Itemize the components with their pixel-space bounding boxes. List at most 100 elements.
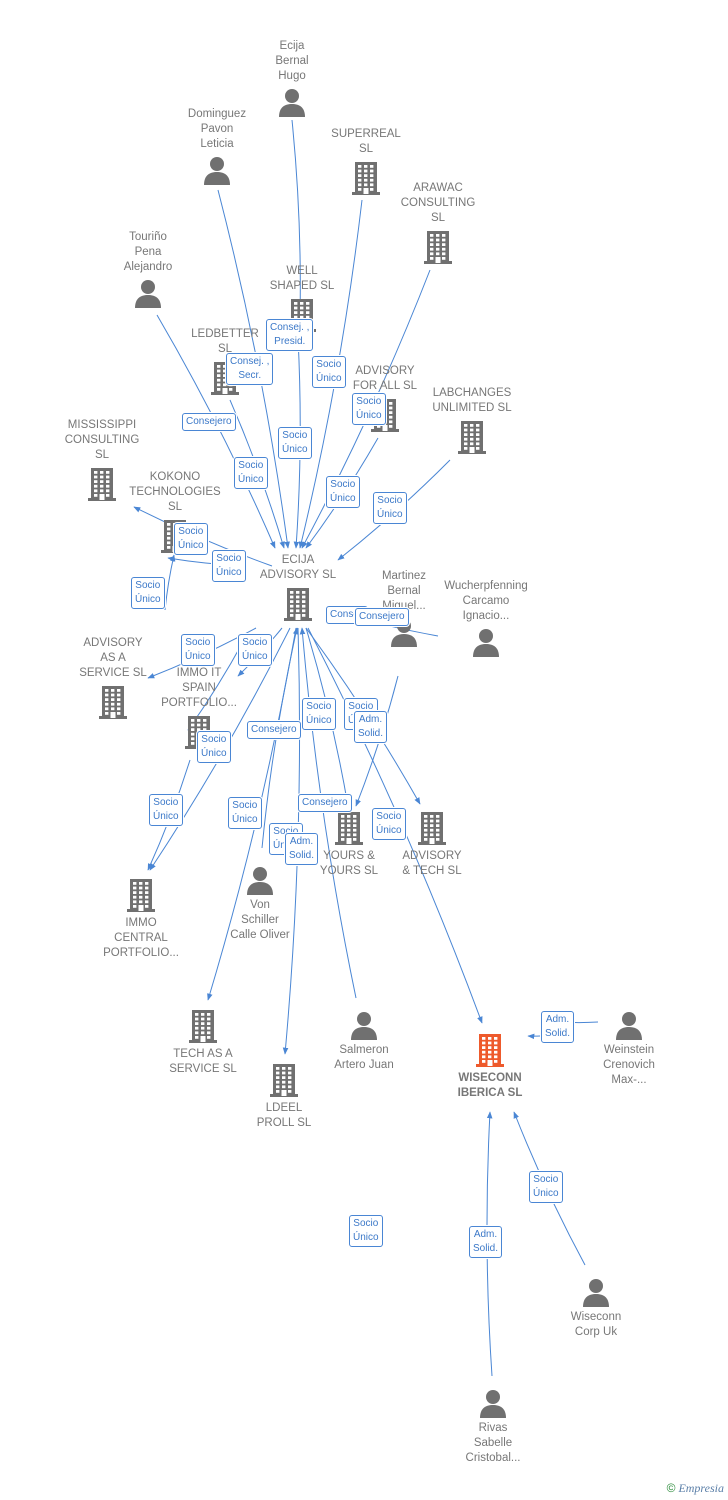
building-icon bbox=[189, 1010, 217, 1043]
person-icon bbox=[247, 867, 273, 895]
person-icon bbox=[204, 157, 230, 185]
relation-badge: Socio Único bbox=[278, 427, 312, 459]
person-icon bbox=[480, 1390, 506, 1418]
node-label: ADVISORY& TECH SL bbox=[402, 850, 462, 877]
building-icon bbox=[476, 1034, 504, 1067]
relation-badge: Adm. Solid. bbox=[285, 833, 319, 865]
relation-badge: Consej. , Presid. bbox=[266, 319, 314, 351]
relation-badge: Consej. , Secr. bbox=[226, 353, 274, 385]
node-advisory-tech[interactable]: ADVISORY& TECH SL bbox=[377, 810, 487, 879]
relation-badge: Consejero bbox=[182, 413, 236, 431]
relation-badge: Socio Único bbox=[373, 492, 407, 524]
relation-badge: Socio Único bbox=[228, 797, 262, 829]
relation-badge: Adm. Solid. bbox=[541, 1011, 575, 1043]
relation-badge: Consejero bbox=[247, 721, 301, 739]
person-icon bbox=[473, 629, 499, 657]
person-icon bbox=[351, 1012, 377, 1040]
relation-badge: Socio Único bbox=[149, 794, 183, 826]
building-icon bbox=[335, 812, 363, 845]
relationship-edge bbox=[164, 554, 176, 611]
building-icon bbox=[284, 588, 312, 621]
relation-badge: Socio Único bbox=[529, 1171, 563, 1203]
node-yours-yours[interactable]: YOURS &YOURS SL bbox=[294, 810, 404, 879]
relation-badge: Socio Único bbox=[302, 698, 336, 730]
building-icon bbox=[352, 162, 380, 195]
relation-badge: Socio Único bbox=[349, 1215, 383, 1247]
person-icon bbox=[616, 1012, 642, 1040]
building-icon bbox=[458, 421, 486, 454]
node-label: YOURS &YOURS SL bbox=[319, 850, 379, 877]
person-icon bbox=[583, 1279, 609, 1307]
relation-badge: Socio Único bbox=[372, 808, 406, 840]
building-icon bbox=[424, 231, 452, 264]
brand-watermark: © Empresia bbox=[667, 1481, 724, 1496]
brand-name: Empresia bbox=[678, 1481, 724, 1495]
relation-badge: Socio Único bbox=[212, 550, 246, 582]
copyright-symbol: © bbox=[666, 1481, 676, 1495]
relation-badge: Consejero bbox=[298, 794, 352, 812]
relation-badge: Adm. Solid. bbox=[469, 1226, 503, 1258]
relation-badge: Socio Único bbox=[181, 634, 215, 666]
building-icon bbox=[88, 468, 116, 501]
person-icon bbox=[279, 89, 305, 117]
relation-badge: Socio Único bbox=[197, 731, 231, 763]
building-icon bbox=[270, 1064, 298, 1097]
relation-badge: Socio Único bbox=[326, 476, 360, 508]
relation-badge: Socio Único bbox=[352, 393, 386, 425]
relation-badge: Adm. Solid. bbox=[354, 711, 388, 743]
relationship-edge bbox=[299, 627, 357, 999]
relation-badge: Consejero bbox=[355, 608, 409, 626]
building-icon bbox=[99, 686, 127, 719]
relation-badge: Socio Único bbox=[238, 634, 272, 666]
relation-badge: Socio Único bbox=[131, 577, 165, 609]
relation-badge: Socio Único bbox=[234, 457, 268, 489]
relationship-edge bbox=[291, 119, 303, 319]
person-icon bbox=[135, 280, 161, 308]
building-icon bbox=[418, 812, 446, 845]
building-icon bbox=[127, 879, 155, 912]
